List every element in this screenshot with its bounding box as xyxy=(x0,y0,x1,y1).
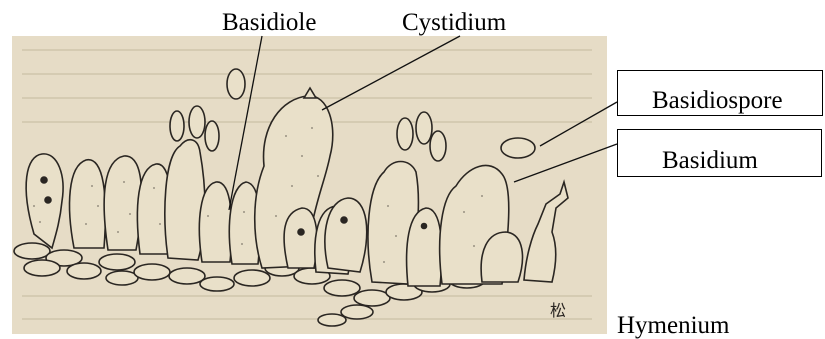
basidiospore xyxy=(397,118,413,150)
hymenium-illustration: 松 xyxy=(12,36,607,334)
label-basidiole: Basidiole xyxy=(222,10,316,35)
basidiole-cell xyxy=(325,198,367,272)
basidiospore xyxy=(189,106,205,138)
label-box-basidium: Basidium xyxy=(617,129,822,177)
basidiospore xyxy=(416,112,432,144)
label-basidium: Basidium xyxy=(618,130,821,173)
label-hymenium: Hymenium xyxy=(617,313,730,338)
basidiospore xyxy=(430,131,446,161)
basidiole-cell xyxy=(199,182,231,262)
free-spore xyxy=(501,138,535,158)
basidiole-cell xyxy=(104,156,141,250)
basidiole-cell xyxy=(70,160,106,248)
artist-signature: 松 xyxy=(550,301,566,320)
basidiospore xyxy=(170,111,184,141)
label-basidiospore: Basidiospore xyxy=(618,71,822,113)
label-box-basidiospore: Basidiospore xyxy=(617,70,823,116)
basidiole-cell xyxy=(284,208,317,268)
free-spore xyxy=(227,69,245,99)
label-cystidium: Cystidium xyxy=(402,10,506,35)
basidiospore xyxy=(205,121,219,151)
